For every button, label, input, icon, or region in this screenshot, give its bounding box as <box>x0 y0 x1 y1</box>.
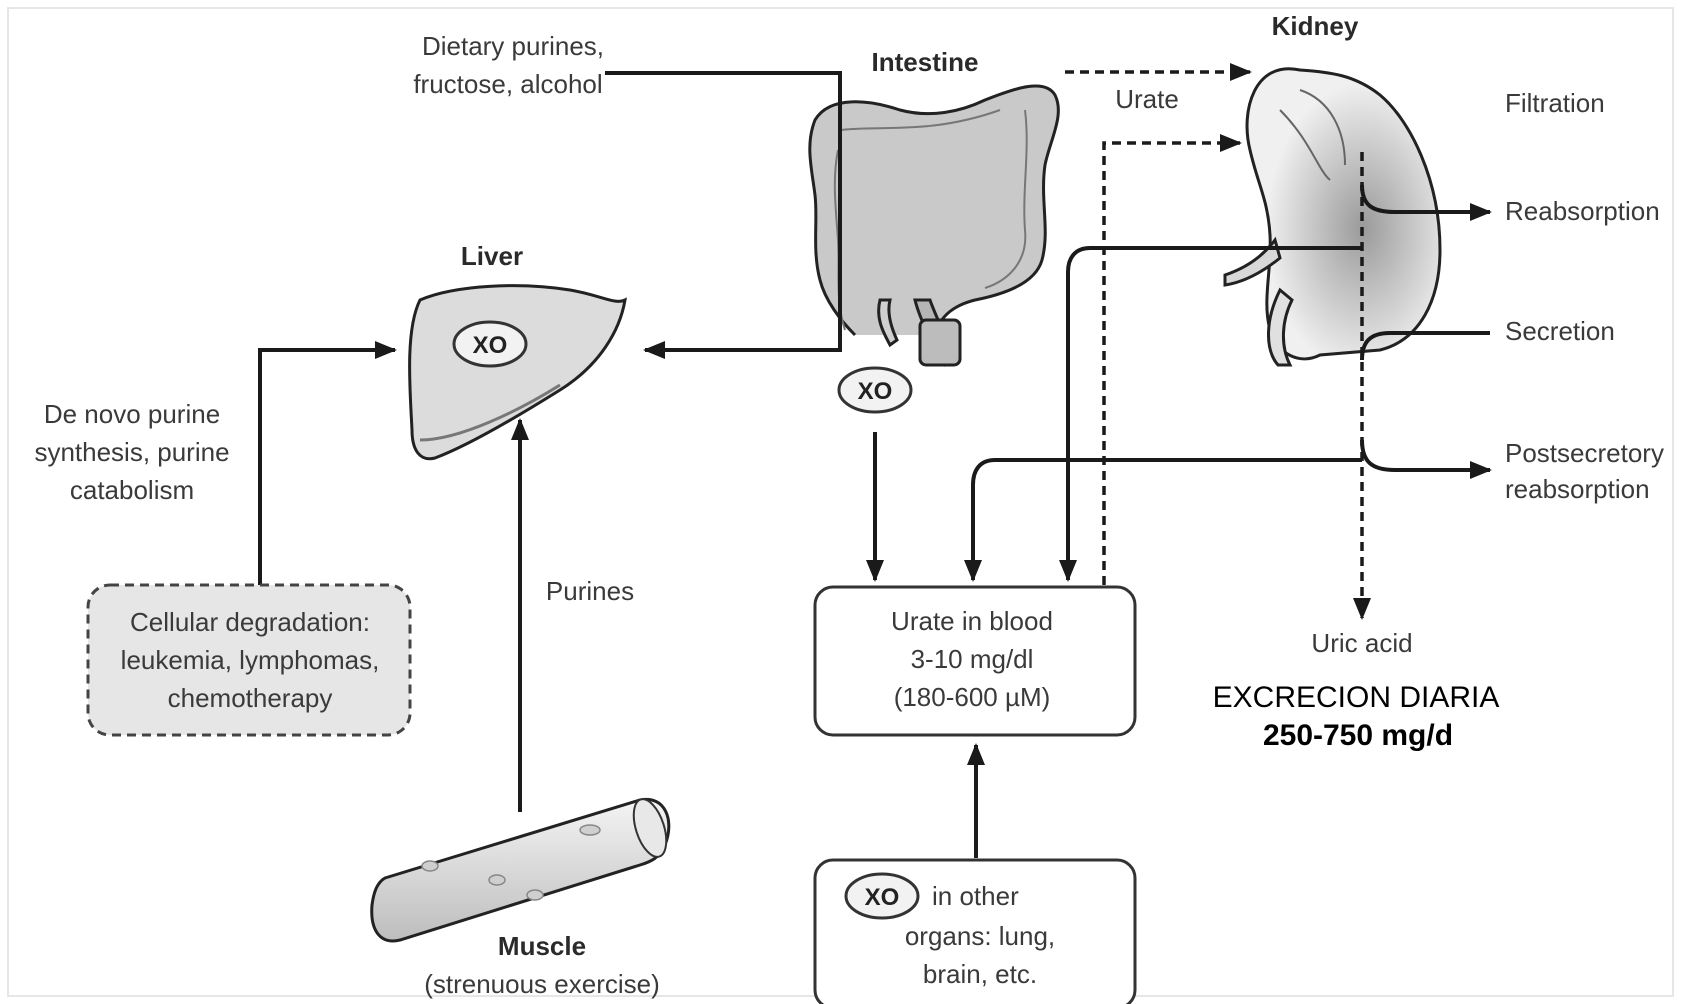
intestine-xo-label: XO <box>858 378 893 405</box>
cellular-line1: Cellular degradation: <box>130 607 370 637</box>
excretion-line2: 250-750 mg/d <box>1263 719 1453 752</box>
intestine-illustration <box>810 86 1059 365</box>
postsecretory-to-blood-arrow <box>973 460 1362 580</box>
postsecretory-label-line2: reabsorption <box>1505 474 1650 504</box>
dietary-to-liver-arrow <box>605 73 840 350</box>
excretion-line1: EXCRECION DIARIA <box>1213 681 1500 714</box>
kidney-title: Kidney <box>1272 11 1359 41</box>
blood-line1: Urate in blood <box>891 606 1053 636</box>
liver-illustration <box>410 286 625 459</box>
cellular-line3: chemotherapy <box>168 683 333 713</box>
blood-line2: 3-10 mg/dl <box>911 644 1034 674</box>
reabsorption-label: Reabsorption <box>1505 196 1660 226</box>
cellular-to-liver-arrow <box>260 350 395 585</box>
other-organs-line2: organs: lung, <box>905 921 1055 951</box>
cellular-line2: leukemia, lymphomas, <box>121 645 380 675</box>
liver-xo-label: XO <box>473 332 508 359</box>
postsecretory-label-line1: Postsecretory <box>1505 438 1664 468</box>
liver-title: Liver <box>461 241 523 271</box>
uric-acid-label: Uric acid <box>1311 628 1412 658</box>
kidney-illustration <box>1225 69 1440 365</box>
other-organs-line1: in other <box>932 881 1019 911</box>
other-organs-line3: brain, etc. <box>923 959 1037 989</box>
intestine-title: Intestine <box>872 47 979 77</box>
de-novo-line1: De novo purine <box>44 399 220 429</box>
secretion-label: Secretion <box>1505 316 1615 346</box>
dietary-label-line2: fructose, alcohol <box>413 69 602 99</box>
other-organs-xo-label: XO <box>865 884 900 911</box>
muscle-illustration <box>372 795 673 941</box>
blood-line3: (180-600 µM) <box>894 682 1051 712</box>
purines-label: Purines <box>546 576 634 606</box>
blood-to-kidney-dashed-arrow <box>1104 143 1240 585</box>
dietary-label-line1: Dietary purines, <box>422 31 604 61</box>
de-novo-line2: synthesis, purine <box>34 437 229 467</box>
urate-arrow-label: Urate <box>1115 84 1179 114</box>
filtration-label: Filtration <box>1505 88 1605 118</box>
de-novo-line3: catabolism <box>70 475 194 505</box>
muscle-title: Muscle <box>498 931 586 961</box>
muscle-subtitle: (strenuous exercise) <box>424 969 660 999</box>
postsecretory-reabsorption-arrow <box>1362 440 1490 470</box>
